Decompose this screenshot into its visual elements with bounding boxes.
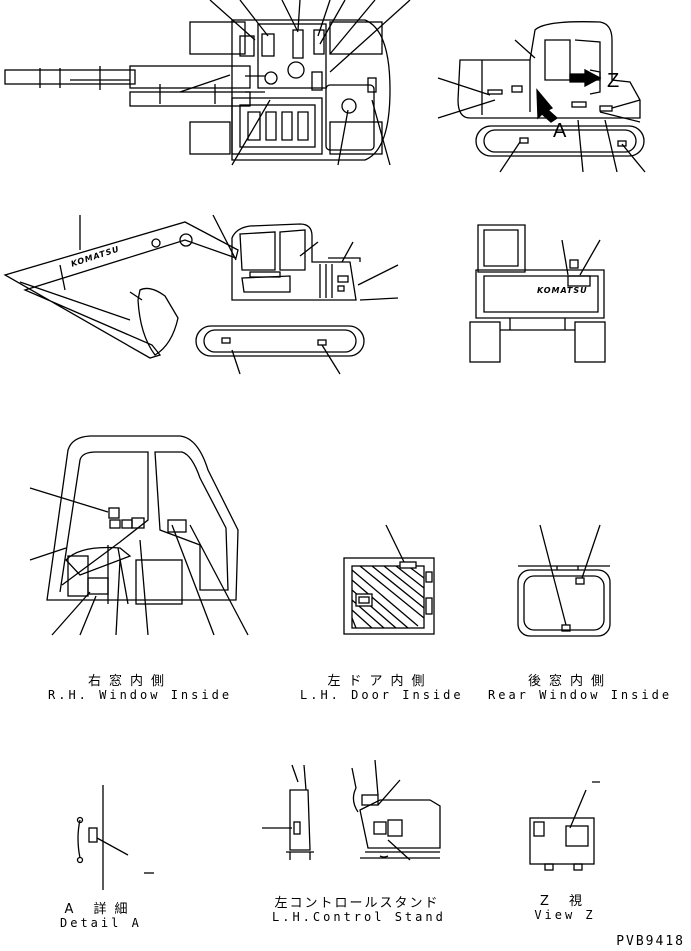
- top-plan-view: [4, 0, 411, 166]
- caption-view-z-jp: Z 視: [539, 894, 591, 909]
- left-side-view: [3, 214, 399, 375]
- caption-rear-window-en: Rear Window Inside: [488, 688, 673, 702]
- view-arrows: [536, 68, 602, 123]
- caption-lh-door-en: L.H. Door Inside: [300, 688, 464, 702]
- caption-detail-a-jp: A 詳細: [64, 902, 136, 917]
- caption-control-stand-jp: 左コントロールスタンド: [274, 896, 440, 911]
- detail-a-view: [76, 785, 154, 890]
- caption-view-z-en: View Z: [534, 908, 596, 922]
- drawing-code: PVB9418: [616, 934, 685, 949]
- lh-control-stand-view: [262, 759, 441, 861]
- caption-detail-a-en: Detail A: [60, 916, 142, 930]
- view-z-view: [529, 781, 600, 871]
- caption-control-stand-en: L.H.Control Stand: [272, 910, 446, 924]
- rear-three-quarter-view: [437, 21, 646, 173]
- lh-door-inside-view: [343, 524, 435, 635]
- caption-lh-door-jp: 左ドア内側: [327, 674, 433, 689]
- rh-window-inside-view: [29, 435, 249, 636]
- caption-rh-window-jp: 右窓内側: [87, 674, 172, 689]
- marker-z-label: Z: [607, 70, 620, 92]
- arrow-a-icon: [536, 88, 559, 123]
- caption-rear-window-jp: 後窓内側: [527, 674, 612, 689]
- arrow-z-icon: [569, 68, 602, 88]
- rear-window-inside-view: [517, 524, 611, 637]
- brand-logo-rear: KOMATSU: [537, 286, 588, 295]
- marker-a-label: A: [553, 120, 567, 142]
- caption-rh-window-en: R.H. Window Inside: [48, 688, 233, 702]
- rear-view: [469, 224, 606, 363]
